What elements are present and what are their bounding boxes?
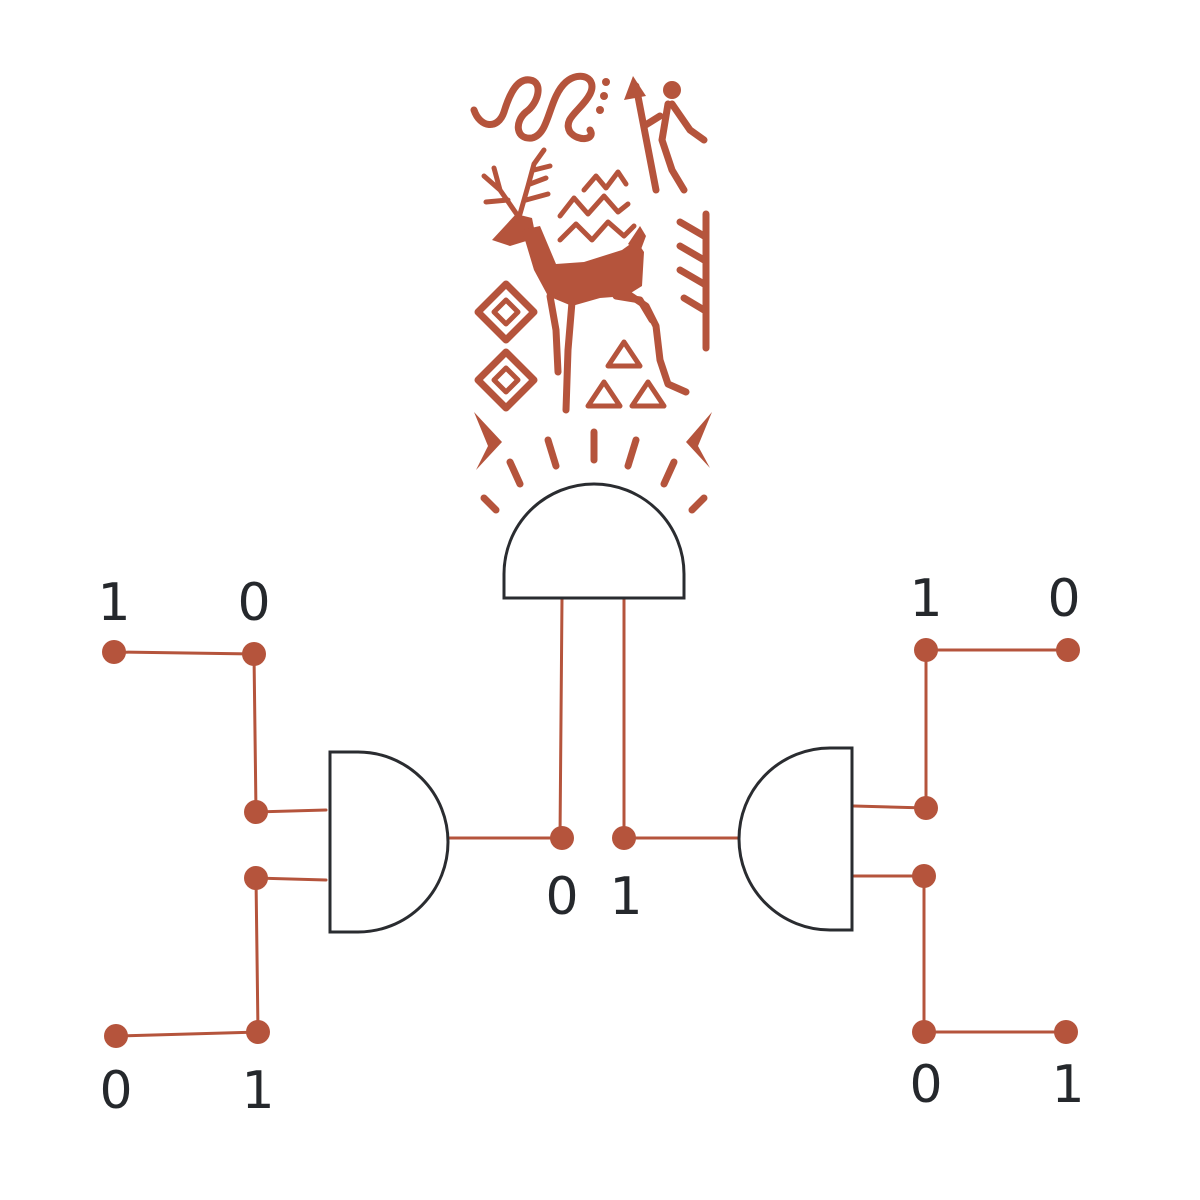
node-left-gate-in-2 (244, 866, 268, 890)
and-gate-top (502, 482, 686, 600)
bit-label-left-bottom-b: 1 (241, 1061, 274, 1121)
node-left-gate-in-1 (244, 800, 268, 824)
bit-label-left-top-a: 1 (97, 573, 130, 633)
triangles-icon (585, 339, 667, 409)
node-left-bottom-b (246, 1020, 270, 1044)
bit-label-right-top-a: 1 (909, 569, 942, 629)
chevron-left-icon (474, 412, 502, 470)
figure-with-spear-icon (624, 76, 708, 194)
node-center-right (612, 826, 636, 850)
bit-label-right-top-b: 0 (1047, 569, 1080, 629)
bit-label-center-left: 0 (545, 867, 578, 927)
rock-art-illustration (470, 72, 712, 514)
bit-label-right-bottom-b: 1 (1051, 1055, 1084, 1115)
dots-icon (596, 78, 610, 114)
bit-label-left-bottom-a: 0 (99, 1061, 132, 1121)
wire-nodes (102, 638, 1080, 1048)
and-gate-left (328, 750, 450, 934)
node-right-bottom-a (912, 1020, 936, 1044)
bit-labels: 1 0 0 1 0 1 1 0 0 1 (97, 569, 1084, 1121)
bit-label-center-right: 1 (609, 867, 642, 927)
deer-icon (481, 147, 690, 414)
branch-lines-icon (676, 210, 710, 352)
node-right-top-b (1056, 638, 1080, 662)
node-left-bottom-a (104, 1024, 128, 1048)
node-right-gate-in-1 (914, 796, 938, 820)
radiating-rays-icon (480, 428, 708, 514)
node-left-top-b (242, 642, 266, 666)
node-right-top-a (914, 638, 938, 662)
node-left-top-a (102, 640, 126, 664)
bit-label-right-bottom-a: 0 (909, 1055, 942, 1115)
concentric-diamonds-icon (474, 280, 538, 412)
bit-label-left-top-b: 0 (237, 573, 270, 633)
and-gate-right (737, 746, 854, 932)
node-right-gate-in-2 (912, 864, 936, 888)
node-right-bottom-b (1054, 1020, 1078, 1044)
spiral-snake-icon (470, 72, 596, 142)
node-center-left (550, 826, 574, 850)
zigzag-lines-icon (557, 169, 637, 243)
chevron-right-icon (686, 412, 712, 468)
